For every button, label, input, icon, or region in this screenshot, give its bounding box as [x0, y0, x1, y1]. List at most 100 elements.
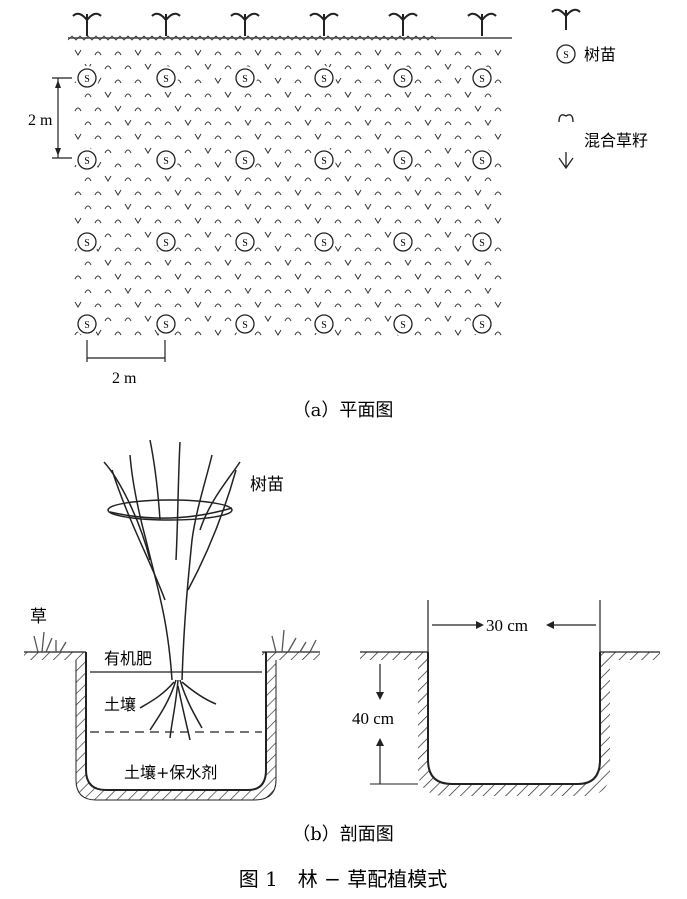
grass-seed-mark: [434, 301, 442, 308]
grass-seed-mark: [264, 147, 272, 154]
grass-seed-mark: [244, 261, 252, 266]
legend-seedling-icon: [556, 44, 576, 64]
grass-seed-mark: [164, 91, 172, 98]
grass-seed-mark: [434, 247, 442, 252]
seedling-mark-letter: S: [84, 320, 90, 331]
grass-seed-mark: [144, 261, 152, 266]
grass-seed-mark: [274, 77, 282, 84]
grass-seed-mark: [144, 231, 152, 238]
seedling-mark-letter: S: [84, 74, 90, 85]
grass-seed-mark: [454, 275, 462, 280]
grass-seed-mark: [214, 51, 222, 56]
grass-seed-mark: [324, 261, 332, 266]
grass-seed-mark: [374, 331, 382, 336]
grass-seed-mark: [334, 191, 342, 196]
top-seedling-row: [72, 12, 497, 36]
grass-seed-mark: [334, 77, 342, 84]
grass-seed-mark: [254, 107, 262, 112]
grass-seed-mark: [174, 331, 182, 336]
grass-seed-mark: [74, 275, 82, 280]
grass-seed-mark: [214, 77, 222, 84]
grass-seed-mark: [184, 65, 192, 70]
grass-seed-mark: [274, 275, 282, 280]
grass-seed-mark: [474, 303, 482, 308]
grass-seed-mark: [284, 289, 292, 294]
grass-seed-mark: [84, 177, 92, 182]
grass-seed-mark: [414, 51, 422, 56]
grass-seed-mark: [84, 93, 92, 98]
grass-tuft-left: [33, 631, 67, 653]
grass-seed-mark: [314, 275, 322, 280]
grass-seed-mark: [484, 261, 492, 266]
grass-seed-mark: [264, 289, 272, 294]
grass-seed-mark: [424, 287, 432, 294]
grass-seed-mark: [124, 233, 132, 238]
grass-seed-mark: [364, 203, 372, 210]
grass-seed-mark: [174, 303, 182, 308]
grass-seed-mark: [354, 79, 362, 84]
seedling-mark: [393, 314, 413, 334]
grass-seed-mark: [194, 133, 202, 140]
seedling-mark: [235, 232, 255, 252]
grass-seed-mark: [164, 175, 172, 182]
grass-seed-mark: [414, 79, 422, 84]
grass-seed-mark: [274, 303, 282, 308]
grass-seed-mark: [344, 91, 352, 98]
grass-seed-mark: [204, 63, 212, 70]
grass-seed-mark: [284, 65, 292, 70]
spacing-vertical-label: 2 m: [28, 112, 53, 129]
grass-seed-mark: [114, 163, 122, 168]
grass-seed-mark: [454, 329, 462, 336]
grass-seed-mark: [244, 119, 252, 126]
grass-seed-mark: [494, 331, 502, 336]
grass-seed-mark: [324, 205, 332, 210]
grass-seed-mark: [384, 177, 392, 182]
grass-seed-mark: [74, 107, 82, 112]
grass-seed-mark: [404, 205, 412, 210]
grass-seed-mark: [174, 219, 182, 224]
grass-seed-mark: [474, 189, 482, 196]
seedling-mark-letter: S: [84, 156, 90, 167]
grass-seed-mark: [264, 93, 272, 98]
top-seedling: [72, 12, 102, 36]
grass-seed-mark: [384, 93, 392, 98]
top-seedling: [467, 12, 497, 36]
section-caption: （b）剖面图: [292, 824, 394, 845]
seedling-mark: [314, 314, 334, 334]
seedling-mark: [472, 232, 492, 252]
grass-seed-mark: [254, 163, 262, 168]
grass-seed-mark: [164, 289, 172, 294]
grass-seed-mark: [184, 149, 192, 154]
grass-seed-mark: [434, 133, 442, 140]
grass-seed-mark: [484, 177, 492, 182]
grass-seed-mark: [454, 51, 462, 56]
grass-seed-mark: [74, 331, 82, 336]
grass-seed-mark: [464, 259, 472, 266]
grass-seed-mark: [254, 49, 262, 56]
grass-tuft-right: [271, 629, 317, 653]
grass-seed-mark: [104, 65, 112, 70]
grass-seed-mark: [134, 331, 142, 336]
grass-seed-mark: [194, 79, 202, 84]
grass-seed-mark: [334, 275, 342, 280]
grass-seed-mark: [264, 177, 272, 182]
grass-seed-mark: [194, 217, 202, 224]
grass-seed-mark: [304, 203, 312, 210]
section-view-dimensions: 30 cm 40 cm: [352, 600, 660, 796]
grass-seed-mark: [204, 315, 212, 322]
grass-seed-mark: [394, 219, 402, 224]
grass-seed-mark: [224, 205, 232, 210]
grass-seed-mark: [184, 119, 192, 126]
grass-seed-mark: [374, 217, 382, 224]
grass-seed-mark: [334, 161, 342, 168]
grass-seed-mark: [344, 205, 352, 210]
grass-seed-mark: [494, 107, 502, 112]
grass-seed-mark: [274, 245, 282, 252]
grass-seed-mark: [384, 289, 392, 294]
grass-seed-mark: [244, 177, 252, 182]
grass-seed-mark: [484, 93, 492, 98]
grass-seed-mark: [444, 177, 452, 182]
grass-seed-mark: [144, 205, 152, 210]
grass-seed-mark: [334, 329, 342, 336]
grass-seed-mark: [384, 121, 392, 126]
